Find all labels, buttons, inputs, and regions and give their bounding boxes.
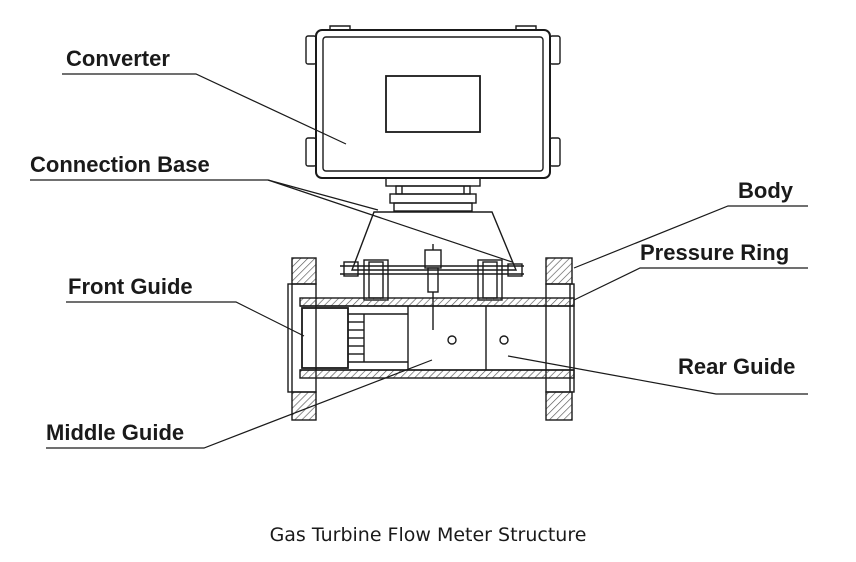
label-converter: Converter [66,46,170,71]
leader-lines [30,73,808,449]
label-pressure-ring: Pressure Ring [640,240,789,265]
figure-caption: Gas Turbine Flow Meter Structure [269,524,587,546]
label-front-guide: Front Guide [68,274,193,299]
converter-housing [305,25,561,179]
label-connection-base: Connection Base [30,152,210,177]
label-body: Body [738,178,794,203]
label-middle-guide: Middle Guide [46,420,184,445]
meter-body-pipe [299,297,575,379]
rear-flange [545,257,575,421]
converter-display-window [385,75,481,133]
front-flange [287,257,317,421]
label-rear-guide: Rear Guide [678,354,795,379]
connection-base [350,177,518,271]
mounting-brackets [340,244,524,330]
front-guide-assembly [301,307,408,369]
